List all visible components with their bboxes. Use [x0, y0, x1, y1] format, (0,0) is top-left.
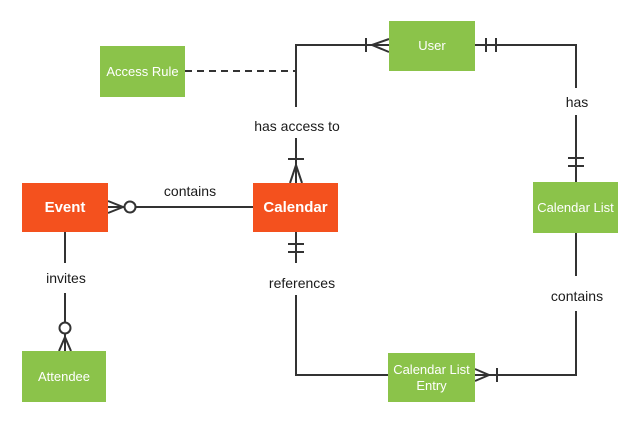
- connector-calendar-contains-event: [107, 200, 253, 214]
- crows-foot-many-icon: [289, 161, 303, 184]
- crows-foot-many-icon: [58, 334, 72, 352]
- one-and-only-one-bars-icon: [568, 157, 584, 167]
- connector-entry-references-calendar: [288, 232, 388, 376]
- crows-foot-many-icon: [474, 368, 492, 382]
- one-and-only-one-bars-icon: [288, 243, 304, 253]
- entity-user[interactable]: User: [389, 21, 475, 71]
- relationship-label-contains-event: contains: [161, 183, 219, 199]
- relationship-label-contains-entry: contains: [548, 288, 606, 304]
- entity-event[interactable]: Event: [22, 183, 108, 232]
- entity-calendar[interactable]: Calendar: [253, 183, 338, 232]
- relationship-label-references: references: [266, 275, 338, 291]
- relationship-label-has: has: [563, 94, 591, 110]
- zero-ring-icon: [58, 321, 72, 335]
- connector-user-has-calendar-list: [475, 38, 584, 182]
- relationship-label-invites: invites: [44, 270, 88, 286]
- one-and-only-one-bars-icon: [485, 38, 497, 52]
- crows-foot-many-icon: [107, 200, 126, 214]
- crows-foot-many-icon: [369, 38, 390, 53]
- connector-line: [475, 44, 577, 88]
- connector-line: [295, 295, 388, 376]
- connector-line: [475, 311, 577, 376]
- entity-attendee[interactable]: Attendee: [22, 351, 106, 402]
- relationship-label-has-access-to: has access to: [252, 118, 342, 134]
- connector-event-invites-attendee: [58, 232, 72, 352]
- zero-ring-icon: [123, 200, 137, 214]
- connector-line: [295, 44, 389, 107]
- connector-calendar-list-contains-entry: [474, 233, 577, 382]
- entity-calendar-list[interactable]: Calendar List: [533, 182, 618, 233]
- entity-calendar-list-entry[interactable]: Calendar List Entry: [388, 353, 475, 402]
- entity-access-rule[interactable]: Access Rule: [100, 46, 185, 97]
- connector-calendar-has-access-to-user: [288, 38, 390, 184]
